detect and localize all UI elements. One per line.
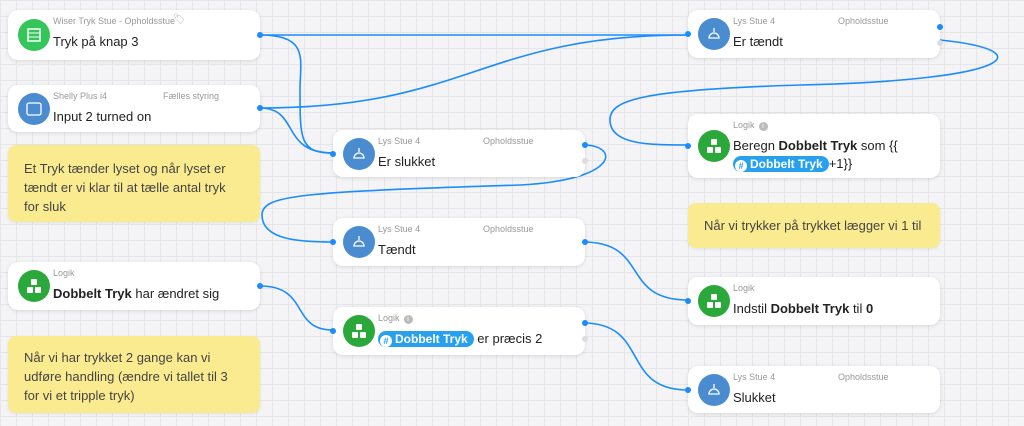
trigger-card-logik[interactable]: Logik Dobbelt Tryk har ændret sig <box>8 262 263 310</box>
false-connector[interactable] <box>582 336 588 342</box>
true-connector[interactable] <box>937 24 943 30</box>
device-name: Lys Stue 4 <box>378 224 421 234</box>
card-text: Indstil <box>733 301 771 316</box>
condition-card-taendt[interactable]: Lys Stue 4 Opholdsstue Tændt <box>330 218 588 266</box>
output-connector[interactable] <box>257 105 263 111</box>
device-name: Lys Stue 4 <box>733 372 776 382</box>
variable-name: Dobbelt Tryk <box>770 301 850 316</box>
output-connector[interactable] <box>257 32 263 38</box>
card-text: Slukket <box>733 390 776 405</box>
wire <box>609 39 999 146</box>
note[interactable]: Når vi har trykket 2 gange kan vi udføre… <box>8 336 260 413</box>
wire <box>582 241 689 301</box>
lamp-icon <box>343 226 375 258</box>
tag-label: Dobbelt Tryk <box>395 332 468 346</box>
logic-icon <box>698 130 730 162</box>
card-text: til <box>849 301 866 316</box>
output-connector[interactable] <box>257 283 263 289</box>
tag-icon: 🏷 <box>173 14 186 25</box>
device-name: Logik <box>733 120 755 130</box>
input-connector[interactable] <box>685 143 691 149</box>
input-connector[interactable] <box>330 328 336 334</box>
variable-tag[interactable]: #Dobbelt Tryk <box>733 156 829 172</box>
false-connector[interactable] <box>582 158 588 164</box>
device-icon <box>18 92 50 125</box>
wire <box>261 144 607 243</box>
button-panel-icon <box>18 19 50 51</box>
device-name: Logik <box>378 313 400 323</box>
device-name: Lys Stue 4 <box>733 16 776 26</box>
tag-label: Dobbelt Tryk <box>750 157 823 171</box>
note[interactable]: Når vi trykker på trykket lægger vi 1 ti… <box>688 203 940 248</box>
action-card-er-taendt[interactable]: Lys Stue 4 Opholdsstue Er tændt <box>685 10 943 58</box>
card-text: har ændret sig <box>131 286 220 301</box>
wire <box>259 107 334 154</box>
lamp-icon <box>698 373 730 406</box>
action-card-slukket[interactable]: Lys Stue 4 Opholdsstue Slukket <box>685 366 940 413</box>
card-text: Tryk på knap 3 <box>53 34 139 49</box>
zone-name: Opholdsstue <box>483 224 534 234</box>
input-connector[interactable] <box>685 298 691 304</box>
trigger-card-shelly[interactable]: Shelly Plus i4 Fælles styring Input 2 tu… <box>8 85 263 132</box>
card-text: som {{ <box>857 138 898 153</box>
info-icon[interactable]: i <box>403 315 413 324</box>
wire <box>582 322 689 391</box>
info-icon[interactable]: i <box>758 122 768 131</box>
logic-icon <box>18 270 50 302</box>
input-connector[interactable] <box>685 386 691 393</box>
output-connector[interactable] <box>582 239 588 245</box>
zone-name: Opholdsstue <box>483 136 534 146</box>
variable-tag[interactable]: #Dobbelt Tryk <box>378 331 474 347</box>
input-connector[interactable] <box>330 239 336 245</box>
false-connector[interactable] <box>937 40 943 46</box>
zone-name: Opholdsstue <box>838 16 889 26</box>
wire <box>259 285 334 331</box>
card-text: Tændt <box>378 242 416 257</box>
card-text: Er tændt <box>733 34 783 49</box>
true-connector[interactable] <box>582 320 588 326</box>
device-name: Shelly Plus i4 <box>53 91 108 101</box>
input-connector[interactable] <box>685 31 691 37</box>
card-text: +1}} <box>828 156 853 171</box>
card-text: er præcis <box>473 331 536 346</box>
logic-icon <box>698 285 730 317</box>
card-text: Input 2 turned on <box>53 109 152 124</box>
card-text: Beregn <box>733 138 779 153</box>
logic-icon <box>343 315 375 347</box>
note[interactable]: Et Tryk tænder lyset og når lyset er tæn… <box>8 145 260 222</box>
zone-name: Opholdsstue <box>838 372 889 382</box>
device-name: Logik <box>733 283 755 293</box>
device-name: Logik <box>53 268 75 278</box>
device-name: Wiser Tryk Stue - Opholdsstue <box>53 16 176 26</box>
lamp-icon <box>698 18 730 50</box>
zone-name: Fælles styring <box>163 91 220 101</box>
wire <box>259 34 689 109</box>
input-connector[interactable] <box>330 150 336 157</box>
value: 0 <box>865 301 874 316</box>
action-card-indstil[interactable]: Logik Indstil Dobbelt Tryk til 0 <box>685 277 940 325</box>
device-name: Lys Stue 4 <box>378 136 421 146</box>
variable-name: Dobbelt Tryk <box>778 138 858 153</box>
wire <box>259 34 334 154</box>
condition-card-er-slukket[interactable]: Lys Stue 4 Opholdsstue Er slukket <box>330 130 588 177</box>
trigger-card-wiser[interactable]: Wiser Tryk Stue - Opholdsstue🏷 Tryk på k… <box>8 10 263 60</box>
true-connector[interactable] <box>582 142 588 148</box>
hash-icon: # <box>380 335 392 347</box>
value: 2 <box>535 331 543 346</box>
hash-icon: # <box>735 160 747 172</box>
lamp-icon <box>343 137 375 170</box>
card-text: Er slukket <box>378 154 436 169</box>
variable-name: Dobbelt Tryk <box>53 286 132 301</box>
